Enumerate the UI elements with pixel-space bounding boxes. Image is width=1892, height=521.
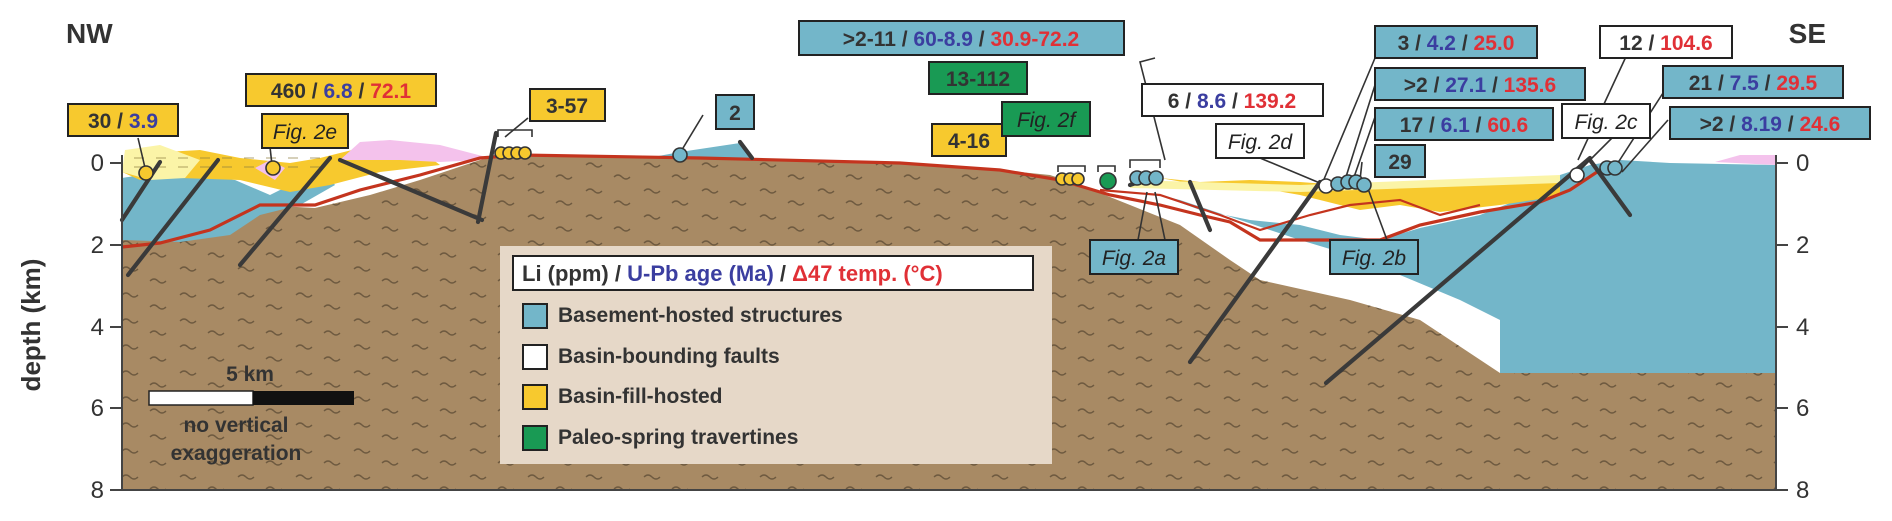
fig-ref-2d: Fig. 2d: [1228, 131, 1294, 154]
legend-swatch-basement: [522, 303, 548, 329]
fig-ref-2c: Fig. 2c: [1574, 111, 1638, 134]
sample-marker-basement: [1356, 177, 1372, 193]
site-label-box: [715, 94, 755, 130]
site-label-text: 4-16: [948, 130, 990, 153]
legend-label-basin-faults: Basin-bounding faults: [558, 345, 780, 368]
depth-tick-labels-left: 0 2 4 6 8: [91, 150, 104, 504]
basement-block-left: [122, 165, 335, 242]
scale-note-line2: exaggeration: [171, 442, 302, 465]
sample-marker-basin-fill: [138, 165, 154, 181]
site-label-text: 13-112: [946, 68, 1010, 91]
site-label-text: 30 / 3.9: [88, 110, 158, 133]
fig-ref-box: [1561, 103, 1651, 139]
site-label-text: 3-57: [546, 95, 588, 118]
fig-ref-box: [1329, 239, 1419, 275]
tick-0-right: 0: [1796, 150, 1809, 177]
legend-label-basin-fill: Basin-fill-hosted: [558, 385, 723, 408]
fig-ref-2e: Fig. 2e: [273, 121, 337, 144]
fig-ref-2f: Fig. 2f: [1017, 109, 1078, 132]
red-unconformity: [121, 153, 1621, 249]
legend-swatch-basin-fill: [522, 384, 548, 410]
legend-key-text: Li (ppm) / U-Pb age (Ma) / Δ47 temp. (°C…: [522, 261, 943, 286]
sample-marker-basin-fill: [518, 146, 532, 160]
tick-6-right: 6: [1796, 395, 1809, 422]
site-label-box: [1374, 107, 1554, 141]
sample-markers: [138, 146, 1623, 194]
fig-ref-box: [1215, 123, 1305, 159]
legend-label-basement: Basement-hosted structures: [558, 304, 843, 327]
site-label-box: [1374, 144, 1426, 178]
site-label-text: 460 / 6.8 / 72.1: [271, 80, 411, 103]
tick-2-left: 2: [91, 232, 104, 259]
fig-ref-box: [1089, 239, 1179, 275]
tick-4-left: 4: [91, 314, 104, 341]
sample-marker-basement: [1148, 170, 1164, 186]
sample-marker-basement: [672, 147, 688, 163]
scale-bar-white: [148, 390, 254, 406]
depth-tick-labels-right: 0 2 4 6 8: [1796, 150, 1809, 504]
site-label-box: [1141, 83, 1324, 117]
site-label-box: [931, 123, 1007, 157]
basin-fill-dashes-left: [128, 150, 320, 175]
legend-swatch-travertine: [522, 425, 548, 451]
tick-6-left: 6: [91, 395, 104, 422]
site-label-box: [1374, 67, 1586, 101]
frame: [121, 155, 1777, 491]
legend: Li (ppm) / U-Pb age (Ma) / Δ47 temp. (°C…: [500, 246, 1052, 464]
site-label-text: 2: [729, 102, 741, 125]
site-label-box: [798, 20, 1125, 56]
fig-ref-box: [1001, 101, 1091, 137]
tick-2-right: 2: [1796, 232, 1809, 259]
site-label-box: [1662, 65, 1844, 99]
site-label-text: >2-11 / 60-8.9 / 30.9-72.2: [843, 28, 1079, 51]
basement-knoll-center: [648, 143, 750, 158]
sample-marker-travertine: [1099, 172, 1117, 190]
legend-label-travertine: Paleo-spring travertines: [558, 426, 798, 449]
site-label-text: 21 / 7.5 / 29.5: [1689, 72, 1818, 95]
site-label-text: >2 / 27.1 / 135.6: [1404, 74, 1556, 97]
site-value-labels: 30 / 3.9 460 / 6.8 / 72.1 3-57 2 4-16 13…: [67, 20, 1871, 178]
depth-axis-label: depth (km): [16, 259, 46, 392]
site-label-box: [245, 73, 437, 107]
scale-bar-black: [253, 391, 354, 405]
figure-reference-labels: Fig. 2e Fig. 2f Fig. 2d Fig. 2c Fig. 2a …: [261, 101, 1651, 275]
sample-marker-basin-fault: [1569, 167, 1585, 183]
site-label-text: 3 / 4.2 / 25.0: [1398, 32, 1515, 55]
site-label-box: [529, 88, 606, 122]
site-label-box: [1669, 106, 1871, 140]
scale-note-line1: no vertical: [183, 414, 288, 437]
pink-unit-right: [1715, 155, 1776, 165]
site-label-box: [1374, 25, 1538, 59]
scale-distance: 5 km: [226, 363, 274, 386]
fig-ref-box: [261, 113, 349, 149]
sample-marker-basin-fill: [1071, 172, 1085, 186]
site-label-box: [1599, 25, 1733, 59]
sample-marker-basin-fill: [265, 160, 281, 176]
tick-4-right: 4: [1796, 314, 1809, 341]
site-label-text: 6 / 8.6 / 139.2: [1168, 90, 1296, 113]
depth-ticks: [110, 162, 1788, 491]
legend-swatch-basin-faults: [522, 344, 548, 370]
fig-ref-2a: Fig. 2a: [1102, 247, 1166, 270]
red-unconformity-upper: [1099, 188, 1481, 232]
tick-8-right: 8: [1796, 477, 1809, 504]
tick-0-left: 0: [91, 150, 104, 177]
site-label-text: 17 / 6.1 / 60.6: [1400, 114, 1528, 137]
site-label-text: >2 / 8.19 / 24.6: [1700, 113, 1841, 136]
site-label-box: [67, 103, 179, 137]
sample-marker-basement: [1607, 160, 1623, 176]
tick-8-left: 8: [91, 477, 104, 504]
pink-unit-left: [340, 140, 490, 162]
site-label-text: 29: [1388, 151, 1411, 174]
fig-ref-2b: Fig. 2b: [1342, 247, 1407, 270]
site-label-text: 12 / 104.6: [1619, 32, 1712, 55]
corner-label-se: SE: [1789, 18, 1826, 49]
sample-brackets: [497, 129, 1161, 172]
site-label-box: [928, 61, 1028, 95]
corner-label-nw: NW: [66, 18, 113, 49]
legend-key-box: [512, 255, 1034, 291]
